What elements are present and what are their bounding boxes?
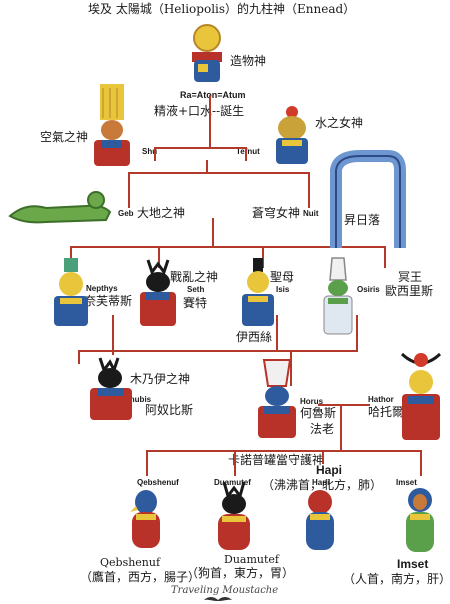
seth-cn: 賽特 [183,296,208,310]
geb-role: 大地之神 [137,206,186,220]
qebshenuf-desc: （鷹首，西方，腸子） [80,570,201,584]
ra-connector [209,95,211,147]
hapi-figure-icon [306,490,334,550]
nepthys-drop [70,246,72,260]
seth-figure-icon [140,259,176,326]
jars-title: 卡諾普罐當守護神 [228,453,325,467]
shu-tefnut-bar [154,147,246,149]
nuit-figure-icon [330,150,406,248]
anubis-label: Anubis [124,395,152,404]
moustache-icon [204,597,232,601]
shu-drop [154,147,156,161]
seth-drop [158,246,160,268]
hapi-drop [322,450,324,464]
ra-role: 造物神 [230,54,267,68]
qebshenuf-name: Qebshenuf [100,556,161,569]
horus-cn: 何魯斯 [300,406,337,420]
osiris-label: Osiris [357,285,380,294]
nuit-label: Nuit [303,209,319,218]
isis-role: 聖母 [270,270,295,284]
nepthys-cn: 奈芙蒂斯 [84,294,133,308]
duamutef-desc: （狗首，東方，胃） [186,566,295,580]
geb-label: Geb [118,209,134,218]
anubis-figure-icon [90,357,132,420]
hapi-label: Hapi [312,478,330,487]
osiris-role: 冥王 [398,270,423,284]
page-title: 埃及 太陽城（Heliopolis）的九柱神（Ennead） [88,2,356,16]
ra-label: Ra=Aton=Atum [180,90,246,100]
seth-role: 戰亂之神 [170,270,219,284]
qebshenuf-label: Qebshenuf [137,478,179,487]
anubis-role: 木乃伊之神 [130,372,191,386]
ra-figure-icon [192,24,222,82]
hathor-label: Hathor [368,395,394,404]
nepthys-link [112,315,114,355]
geb-drop [128,172,130,208]
isis-drop [262,246,264,268]
horus-hathor-join [340,404,342,450]
nuit-drop [308,172,310,208]
anubis-cn: 阿奴比斯 [145,403,194,417]
horus-hathor-bar [318,404,370,406]
shu-tefnut-join [206,160,208,174]
shu-figure-icon [94,84,130,166]
nepthys-figure-icon [54,258,88,326]
horus-drop [290,350,292,386]
shu-role: 空氣之神 [40,130,89,144]
isis-figure-icon [242,258,274,326]
osiris-cn: 歐西里斯 [385,284,434,298]
jars-bar [146,450,422,452]
duamutef-label: Duamutef [214,478,251,487]
imset-figure-icon [406,488,434,552]
nuit-role: 蒼穹女神 [252,206,301,220]
qebshenuf-figure-icon [130,490,160,548]
birth-note: 精液+口水--誕生 [154,104,245,118]
children-bar [70,246,386,248]
hathor-cn: 哈托爾 [368,405,405,419]
imset-name: Imset [397,557,429,571]
imset-label: Imset [396,478,417,487]
hapi-name: Hapi [316,463,343,477]
isis-label: Isis [276,285,290,294]
horus-cn2: 法老 [310,422,335,436]
horus-figure-icon [258,359,296,438]
tefnut-drop [245,147,247,161]
shu-label: Shu [142,147,158,156]
tefnut-label: Tefnut [236,147,260,156]
geb-nuit-join [212,218,214,246]
tefnut-role: 水之女神 [315,116,364,130]
isis-cn: 伊西絲 [236,330,273,344]
hathor-figure-icon [400,352,442,440]
geb-figure-icon [8,191,112,224]
qebshenuf-drop [146,450,148,476]
duamutef-name: Duamutef [224,553,279,566]
duamutef-drop [234,450,236,476]
footer-credit: Traveling Moustache [171,585,279,596]
hapi-desc: （沸沸首，北方，肺） [262,478,383,492]
duamutef-figure-icon [218,481,250,550]
horus-label: Horus [300,397,324,406]
tefnut-figure-icon [276,106,308,164]
imset-drop [420,450,422,476]
osiris-drop [384,246,386,268]
nepthys-label: Nepthys [86,284,118,293]
seth-label: Seth [187,285,205,294]
grandchildren-bar [78,350,358,352]
osiris-figure-icon [323,257,353,335]
geb-nuit-bar [128,172,308,174]
anubis-left-drop [78,350,80,364]
osiris-link [356,315,358,351]
imset-desc: （人首，南方，肝） [343,572,450,586]
isis-link [276,315,278,351]
nuit-extra: 日昇日落 [332,213,381,227]
